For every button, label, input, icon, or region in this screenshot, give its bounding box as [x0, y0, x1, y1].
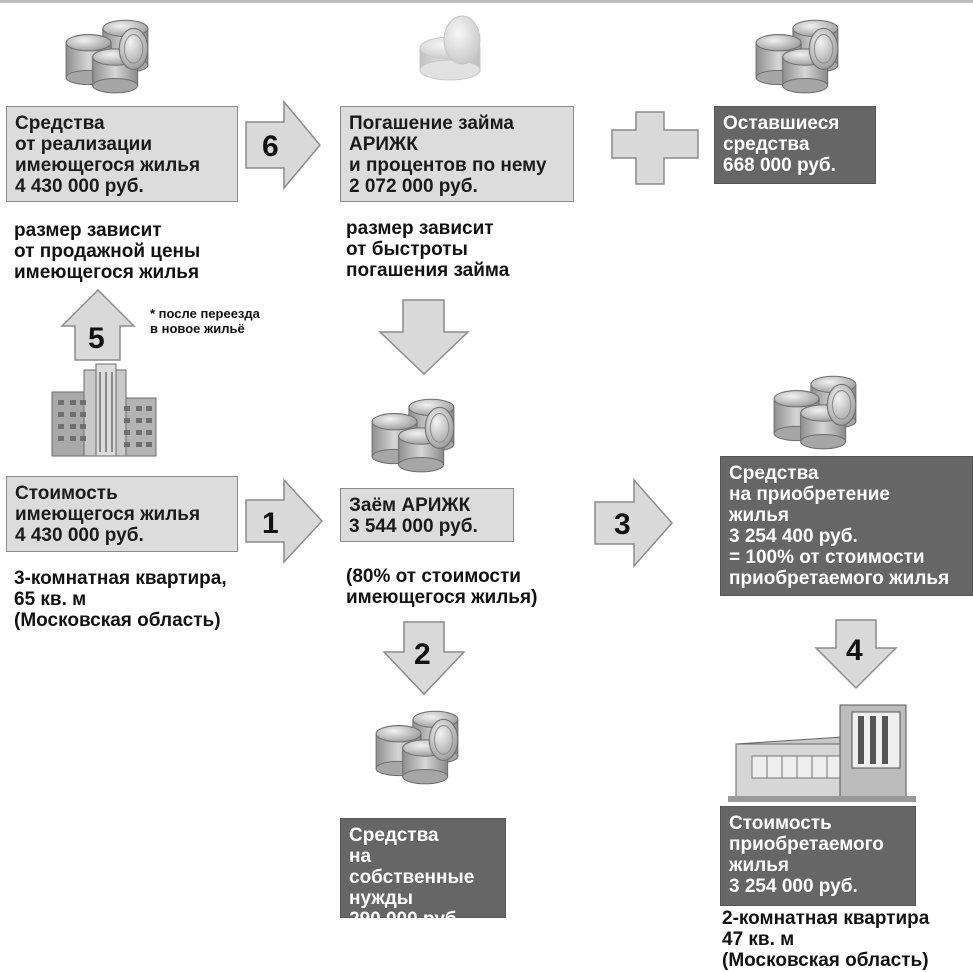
- new-building-icon: [728, 704, 916, 802]
- arrow-6: [245, 99, 321, 191]
- remaining-funds-box: Оставшиеся средства 668 000 руб.: [714, 106, 876, 184]
- arrow-down-loan: [378, 299, 470, 376]
- coins-stack-icon: [755, 19, 839, 94]
- coins-stack-icon: [375, 710, 459, 785]
- arrow-2-number: 2: [414, 638, 431, 671]
- single-coin-icon: [419, 15, 481, 81]
- coins-stack-icon: [371, 398, 455, 473]
- coins-stack-icon: [773, 375, 857, 450]
- current-flat-note: 3-комнатная квартира, 65 кв. м (Московск…: [14, 568, 227, 631]
- arrow-4-number: 4: [846, 634, 863, 667]
- purchase-funds-box: Средства на приобретение жилья 3 254 400…: [720, 456, 973, 596]
- plus-icon: [611, 111, 699, 185]
- top-divider: [0, 0, 973, 3]
- coins-stack-icon: [65, 19, 149, 94]
- arrow-1: [245, 478, 324, 564]
- arrow-3: [594, 478, 674, 568]
- arrow-5: [60, 288, 136, 361]
- sale-funds-box: Средства от реализации имеющегося жилья …: [6, 106, 238, 202]
- loan-box: Заём АРИЖК 3 544 000 руб.: [340, 488, 514, 542]
- after-move-note: * после переезда в новое жильё: [150, 306, 260, 336]
- current-value-box: Стоимость имеющегося жилья 4 430 000 руб…: [6, 476, 238, 552]
- arrow-1-number: 1: [262, 507, 279, 540]
- loan-share-note: (80% от стоимости имеющегося жилья): [346, 566, 538, 608]
- new-value-box: Стоимость приобретаемого жилья 3 254 000…: [720, 806, 916, 906]
- arrow-5-number: 5: [88, 322, 105, 355]
- sale-depends-note: размер зависит от продажной цены имеющег…: [14, 220, 201, 283]
- repay-depends-note: размер зависит от быстроты погашения зай…: [346, 218, 510, 281]
- arrow-6-number: 6: [262, 130, 279, 163]
- loan-repayment-box: Погашение займа АРИЖК и процентов по нем…: [340, 106, 574, 202]
- arrow-4: [814, 619, 898, 690]
- city-buildings-icon: [51, 363, 157, 457]
- arrow-3-number: 3: [614, 508, 631, 541]
- arrow-2: [382, 621, 466, 696]
- own-needs-box: Средства на собственные нужды 290 000 ру…: [340, 818, 506, 930]
- new-flat-note: 2-комнатная квартира 47 кв. м (Московска…: [722, 908, 930, 971]
